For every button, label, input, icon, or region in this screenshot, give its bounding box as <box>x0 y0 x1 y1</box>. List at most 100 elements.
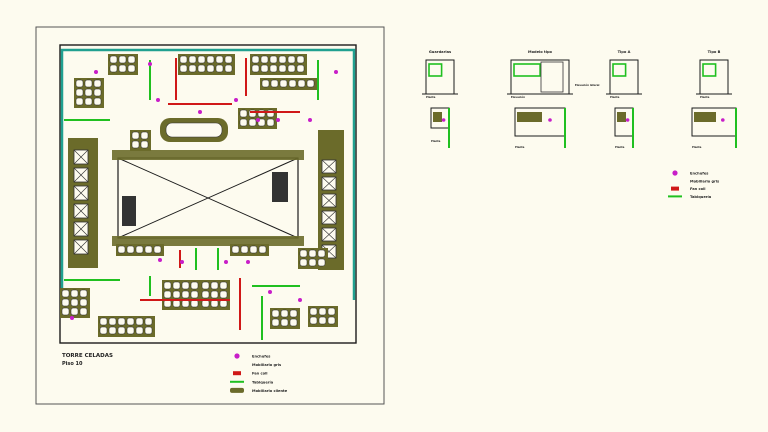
legend-label: Tabiquería <box>690 195 712 199</box>
desk <box>79 307 88 316</box>
desk <box>270 79 279 88</box>
cabinet-cross <box>73 167 89 183</box>
desk <box>70 307 79 316</box>
desk <box>201 290 210 299</box>
desk <box>206 55 215 64</box>
desk <box>117 326 126 335</box>
green-partitions <box>64 60 319 340</box>
outlet <box>180 260 184 264</box>
desk <box>249 245 258 254</box>
detail-plan-label: Planta <box>692 145 702 149</box>
desk <box>144 326 153 335</box>
desk <box>135 317 144 326</box>
desk <box>306 79 315 88</box>
desk <box>260 64 269 73</box>
desk <box>117 245 126 254</box>
desk <box>210 299 219 308</box>
desk <box>179 55 188 64</box>
desk <box>163 290 172 299</box>
cabinet-cross <box>321 210 337 225</box>
detail-plan-label: Planta <box>615 145 625 149</box>
desk <box>269 55 278 64</box>
desk <box>188 55 197 64</box>
outlet <box>156 98 160 102</box>
detail-furniture <box>433 112 442 122</box>
desk <box>70 289 79 298</box>
detail-plan-label: Planta <box>431 139 441 143</box>
outlet <box>276 118 280 122</box>
desk <box>231 245 240 254</box>
desk <box>109 55 118 64</box>
sheet-frame <box>35 26 385 405</box>
detail-elevation <box>510 59 570 95</box>
desk <box>197 55 206 64</box>
desk <box>172 281 181 290</box>
desk <box>144 245 153 254</box>
outlet <box>334 70 338 74</box>
desk <box>131 131 140 140</box>
desk <box>261 79 270 88</box>
desk <box>288 79 297 88</box>
desk <box>280 318 289 327</box>
desk <box>308 258 317 267</box>
desk <box>84 79 93 88</box>
desk <box>126 317 135 326</box>
desk <box>181 299 190 308</box>
desk <box>318 316 327 325</box>
desk <box>163 281 172 290</box>
left-column-cabinets <box>73 149 89 255</box>
outlet <box>256 118 260 122</box>
desk <box>99 317 108 326</box>
stair-left <box>122 196 136 226</box>
detail-elevation-label: Planta <box>700 95 710 99</box>
desk <box>278 55 287 64</box>
core-band-bottom <box>112 236 304 246</box>
detail-side-label: Elevación lateral <box>575 83 599 87</box>
desk <box>172 290 181 299</box>
detail-title: Guardarias <box>429 50 451 54</box>
desk <box>190 281 199 290</box>
desk <box>318 307 327 316</box>
outlet <box>198 110 202 114</box>
cabinet-cross <box>321 193 337 208</box>
desk <box>93 97 102 106</box>
plan-title: TORRE CELADAS <box>62 353 113 359</box>
desk <box>271 318 280 327</box>
legend-fan-coil-symbol <box>233 371 241 376</box>
legend-outlet-symbol <box>672 170 678 176</box>
desk <box>127 55 136 64</box>
desk <box>219 299 228 308</box>
fan-coil-lines <box>140 58 300 330</box>
desk <box>109 64 118 73</box>
desk <box>197 64 206 73</box>
desk <box>239 109 248 118</box>
detail-plan-label: Planta <box>515 145 525 149</box>
outlet <box>246 260 250 264</box>
desk <box>181 281 190 290</box>
desk <box>140 140 149 149</box>
legend-label: Fan coil <box>690 187 706 191</box>
desk <box>140 131 149 140</box>
desk <box>296 64 305 73</box>
desk <box>93 79 102 88</box>
cabinet-cross <box>321 159 337 174</box>
desk <box>251 64 260 73</box>
desk-clusters <box>60 54 338 337</box>
legend-label: Mobiliario cliente <box>252 389 288 393</box>
desk <box>70 298 79 307</box>
desk <box>190 290 199 299</box>
desk <box>127 64 136 73</box>
desk <box>240 245 249 254</box>
desk <box>179 64 188 73</box>
legend-label: Mobiliario gris <box>252 363 281 367</box>
desk <box>84 97 93 106</box>
plan-subtitle: Piso 10 <box>62 361 83 367</box>
desk <box>117 317 126 326</box>
desk <box>61 289 70 298</box>
desk <box>278 64 287 73</box>
detail-title: Modelo tipo <box>528 50 553 54</box>
legend-label: Tabiquería <box>252 380 274 384</box>
